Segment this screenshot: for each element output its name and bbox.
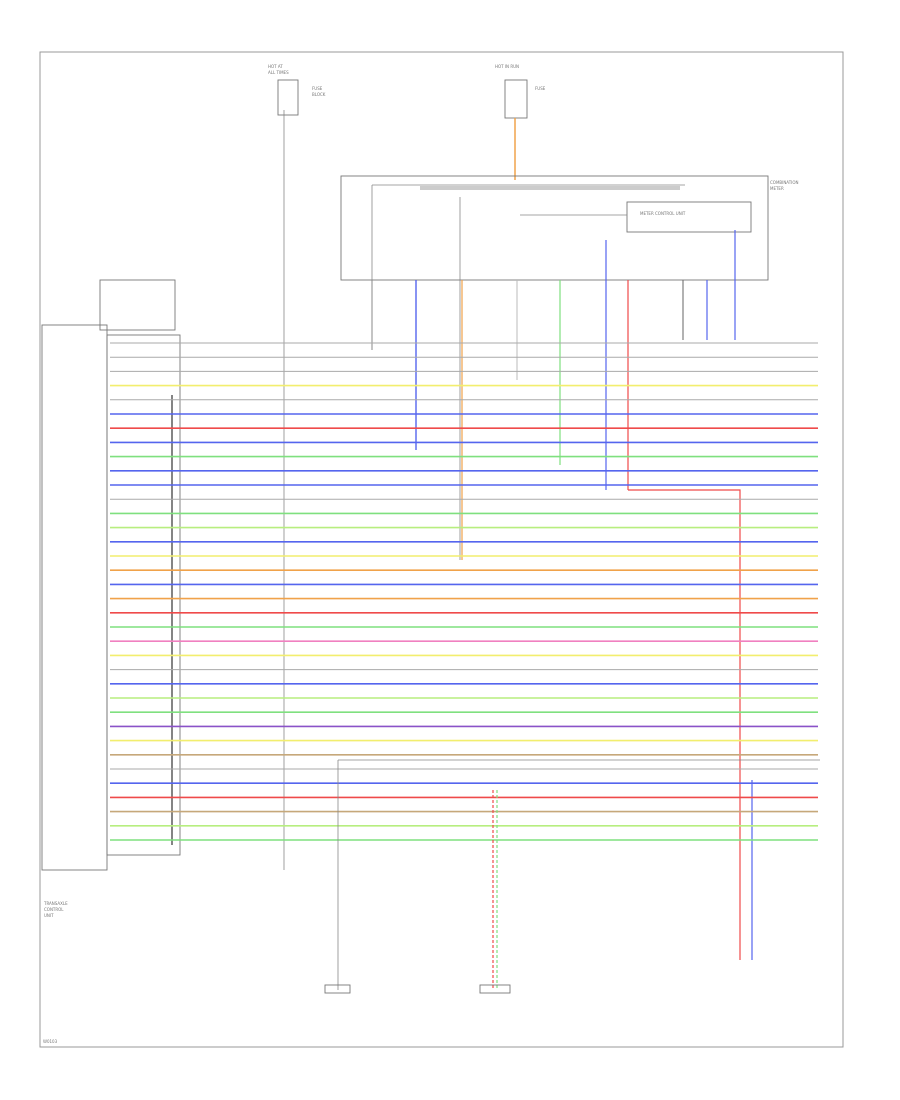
fuse-block-left: HOT AT ALL TIMES FUSE BLOCK — [268, 64, 326, 870]
svg-text:FUSE: FUSE — [312, 86, 323, 91]
svg-text:BLOCK: BLOCK — [312, 92, 326, 97]
svg-text:ALL TIMES: ALL TIMES — [268, 70, 289, 75]
fuse-block-right: HOT IN RUN FUSE — [495, 64, 546, 180]
svg-text:UNIT: UNIT — [44, 913, 54, 918]
combination-meter: COMBINATION METER METER CONTROL UNIT — [340, 175, 799, 560]
svg-text:METER CONTROL UNIT: METER CONTROL UNIT — [640, 211, 686, 216]
diagram-frame — [39, 51, 844, 1048]
ground-junction — [324, 759, 820, 994]
svg-text:FUSE: FUSE — [535, 86, 546, 91]
svg-text:CONTROL: CONTROL — [44, 907, 64, 912]
svg-text:TRANSAXLE: TRANSAXLE — [43, 901, 68, 906]
red-riser — [628, 489, 741, 960]
svg-text:HOT AT: HOT AT — [268, 64, 283, 69]
svg-text:HOT IN RUN: HOT IN RUN — [495, 64, 519, 69]
control-unit-connector: TRANSAXLE CONTROL UNIT — [41, 279, 181, 918]
svg-text:METER: METER — [770, 186, 784, 191]
diagram-code: W0103 — [43, 1039, 58, 1044]
svg-text:COMBINATION: COMBINATION — [770, 180, 799, 185]
wire-rows — [110, 342, 818, 841]
